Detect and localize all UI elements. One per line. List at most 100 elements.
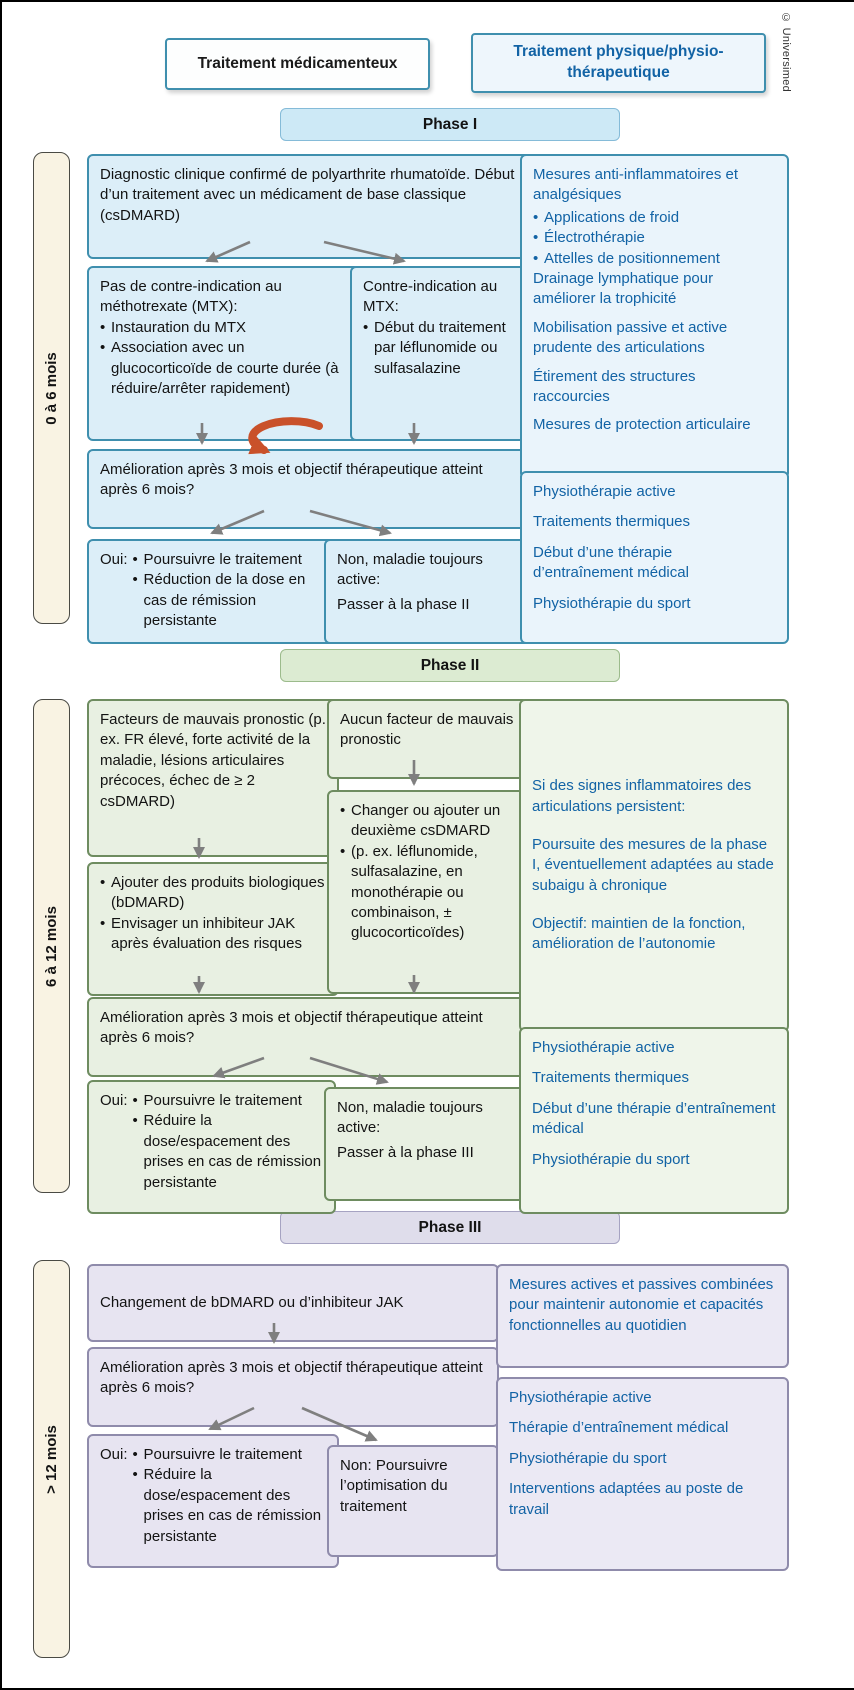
bullet-item: Association avec un glucocorticoïde de c…: [100, 338, 347, 399]
phase2-band-label: Phase II: [420, 656, 480, 674]
no-line2: Passer à la phase III: [337, 1143, 474, 1161]
physio-line: Début d’une thérapie d’entraînement médi…: [532, 1099, 776, 1138]
physio-title-line2: thérapeutique: [567, 64, 670, 81]
phase3-no-text: Non: Poursuivre l’optimisation du traite…: [340, 1457, 448, 1515]
physio-bullet-list: Applications de froid Électrothérapie At…: [533, 208, 776, 270]
no-line1: Non, maladie toujours active:: [337, 551, 483, 589]
med-treatment-title: Traitement médicamenteux: [165, 38, 430, 90]
box-title: Contre-indication au MTX:: [363, 278, 498, 316]
box-bullet-list: Changer ou ajouter un deuxième csDMARD (…: [340, 801, 516, 944]
box-bullet-list: Instauration du MTX Association avec un …: [100, 318, 347, 400]
phase2-bad-prognosis-text: Facteurs de mauvais pronostic (p. ex. FR…: [100, 711, 326, 810]
phase1-question-box: Amélioration après 3 mois et objectif th…: [87, 449, 534, 529]
bullet-item: Envisager un inhibiteur JAK après évalua…: [100, 914, 326, 955]
med-treatment-title-text: Traitement médicamenteux: [197, 54, 398, 72]
copyright-label: © Universimed: [780, 12, 792, 93]
physio-line: Physiothérapie du sport: [533, 594, 691, 612]
physio-line: Traitements thermiques: [533, 513, 691, 531]
phase2-time-label: 6 à 12 mois: [33, 699, 70, 1193]
physio-line: Étirement des structures raccourcies: [533, 367, 696, 405]
bullet-item: Poursuivre le traitement: [133, 550, 323, 571]
physio-title-line1: Traitement physique/physio-: [513, 43, 724, 61]
phase3-question-text: Amélioration après 3 mois et objectif th…: [100, 1359, 483, 1397]
phase3-band-label: Phase III: [418, 1218, 482, 1236]
phase2-question-text: Amélioration après 3 mois et objectif th…: [100, 1009, 483, 1047]
bullet-item: Électrothérapie: [533, 228, 776, 249]
box-bullet-list: Début du traitement par léflunomide ou s…: [363, 318, 521, 379]
phase3-physio-measures-box: Mesures actives et passives combinées po…: [496, 1264, 789, 1368]
phase1-time-text: 0 à 6 mois: [43, 351, 61, 425]
bullet-item: Réduire la dose/espacement des prises en…: [133, 1111, 323, 1193]
phase2-yes-box: Oui: Poursuivre le traitement Réduire la…: [87, 1080, 336, 1214]
phase3-change-box: Changement de bDMARD ou d’inhibiteur JAK: [87, 1264, 499, 1342]
box-title: Pas de contre-indication au méthotrexate…: [100, 278, 282, 316]
phase1-no-box: Non, maladie toujours active: Passer à l…: [324, 539, 534, 644]
bullet-item: (p. ex. léflunomide, sulfasalazine, en m…: [340, 842, 516, 944]
phase2-physio-therapies-box: Physiothérapie active Traitements thermi…: [519, 1027, 789, 1214]
physio-line: Physiothérapie active: [509, 1389, 652, 1406]
phase3-change-text: Changement de bDMARD ou d’inhibiteur JAK: [100, 1293, 404, 1311]
physio-line: Drainage lymphatique pour améliorer la t…: [533, 269, 714, 308]
phase1-diagnostic-box: Diagnostic clinique confirmé de polyarth…: [87, 154, 534, 259]
phase2-bad-prognosis-box: Facteurs de mauvais pronostic (p. ex. FR…: [87, 699, 339, 857]
bullet-item: Ajouter des produits biologiques (bDMARD…: [100, 873, 326, 914]
physio-line: Début d’une thérapie d’entraînement médi…: [533, 543, 689, 582]
bullet-item: Changer ou ajouter un deuxième csDMARD: [340, 801, 516, 842]
physio-line: Traitements thermiques: [532, 1069, 690, 1087]
physio-line: Physiothérapie du sport: [509, 1449, 667, 1467]
physio-line: Physiothérapie active: [533, 483, 676, 500]
physio-line: Mesures anti-inflammatoires et analgésiq…: [533, 166, 739, 204]
no-line1: Non, maladie toujours active:: [337, 1099, 483, 1137]
box-bullet-list: Poursuivre le traitement Réduction de la…: [133, 550, 323, 633]
phase1-no-contraindication-box: Pas de contre-indication au méthotrexate…: [87, 266, 360, 441]
phase1-band: Phase I: [280, 108, 620, 141]
phase2-change-dmard-box: Changer ou ajouter un deuxième csDMARD (…: [327, 790, 529, 994]
box-bullet-list: Poursuivre le traitement Réduire la dose…: [133, 1091, 323, 1203]
box-bullet-list: Ajouter des produits biologiques (bDMARD…: [100, 873, 326, 955]
phase2-question-box: Amélioration après 3 mois et objectif th…: [87, 997, 529, 1077]
physio-line: Physiothérapie active: [532, 1039, 675, 1056]
bullet-item: Attelles de positionnement: [533, 249, 776, 270]
physio-line: Thérapie d’entraînement médical: [509, 1419, 729, 1437]
bullet-item: Applications de froid: [533, 208, 776, 229]
phase3-yes-box: Oui: Poursuivre le traitement Réduire la…: [87, 1434, 339, 1568]
phase3-time-text: > 12 mois: [43, 1424, 61, 1494]
physio-line: Physiothérapie du sport: [532, 1150, 690, 1168]
physio-line: Mesures de protection articulaire: [533, 416, 751, 434]
phase2-physio-measures-box: Si des signes inflammatoires des articul…: [519, 699, 789, 1032]
phase2-no-prognosis-text: Aucun facteur de mauvais pronostic: [340, 711, 514, 749]
yes-label: Oui:: [100, 1092, 128, 1109]
bullet-item: Début du traitement par léflunomide ou s…: [363, 318, 521, 379]
phase2-no-box: Non, maladie toujours active: Passer à l…: [324, 1087, 529, 1201]
phase2-biologics-box: Ajouter des produits biologiques (bDMARD…: [87, 862, 339, 996]
bullet-item: Instauration du MTX: [100, 318, 347, 339]
bullet-item: Réduire la dose/espacement des prises en…: [133, 1465, 326, 1547]
phase1-diagnostic-text: Diagnostic clinique confirmé de polyarth…: [100, 166, 515, 224]
phase3-no-box: Non: Poursuivre l’optimisation du traite…: [327, 1445, 499, 1557]
yes-label: Oui:: [100, 1446, 128, 1463]
physio-treatment-title: Traitement physique/physio- thérapeutiqu…: [471, 33, 766, 93]
physio-line: Poursuite des mesures de la phase I, éve…: [532, 835, 774, 894]
no-line2: Passer à la phase II: [337, 595, 470, 613]
phase1-question-text: Amélioration après 3 mois et objectif th…: [100, 461, 483, 499]
physio-line: Mesures actives et passives combinées po…: [509, 1276, 774, 1334]
phase2-time-text: 6 à 12 mois: [43, 905, 61, 987]
phase1-contraindication-box: Contre-indication au MTX: Début du trait…: [350, 266, 534, 441]
phase3-time-label: > 12 mois: [33, 1260, 70, 1658]
phase1-physio-therapies-box: Physiothérapie active Traitements thermi…: [520, 471, 789, 644]
phase1-physio-measures-box: Mesures anti-inflammatoires et analgésiq…: [520, 154, 789, 479]
box-bullet-list: Poursuivre le traitement Réduire la dose…: [133, 1445, 326, 1557]
phase3-band: Phase III: [280, 1211, 620, 1244]
physio-line: Objectif: maintien de la fonction, améli…: [532, 915, 746, 953]
phase3-physio-therapies-box: Physiothérapie active Thérapie d’entraîn…: [496, 1377, 789, 1571]
physio-line: Mobilisation passive et active prudente …: [533, 318, 728, 357]
physio-line: Interventions adaptées au poste de trava…: [509, 1480, 744, 1518]
phase2-no-prognosis-box: Aucun facteur de mauvais pronostic: [327, 699, 529, 779]
phase1-time-label: 0 à 6 mois: [33, 152, 70, 624]
phase2-band: Phase II: [280, 649, 620, 682]
bullet-item: Poursuivre le traitement: [133, 1445, 326, 1466]
yes-label: Oui:: [100, 551, 128, 568]
bullet-item: Réduction de la dose en cas de rémission…: [133, 570, 323, 631]
phase1-yes-box: Oui: Poursuivre le traitement Réduction …: [87, 539, 336, 644]
